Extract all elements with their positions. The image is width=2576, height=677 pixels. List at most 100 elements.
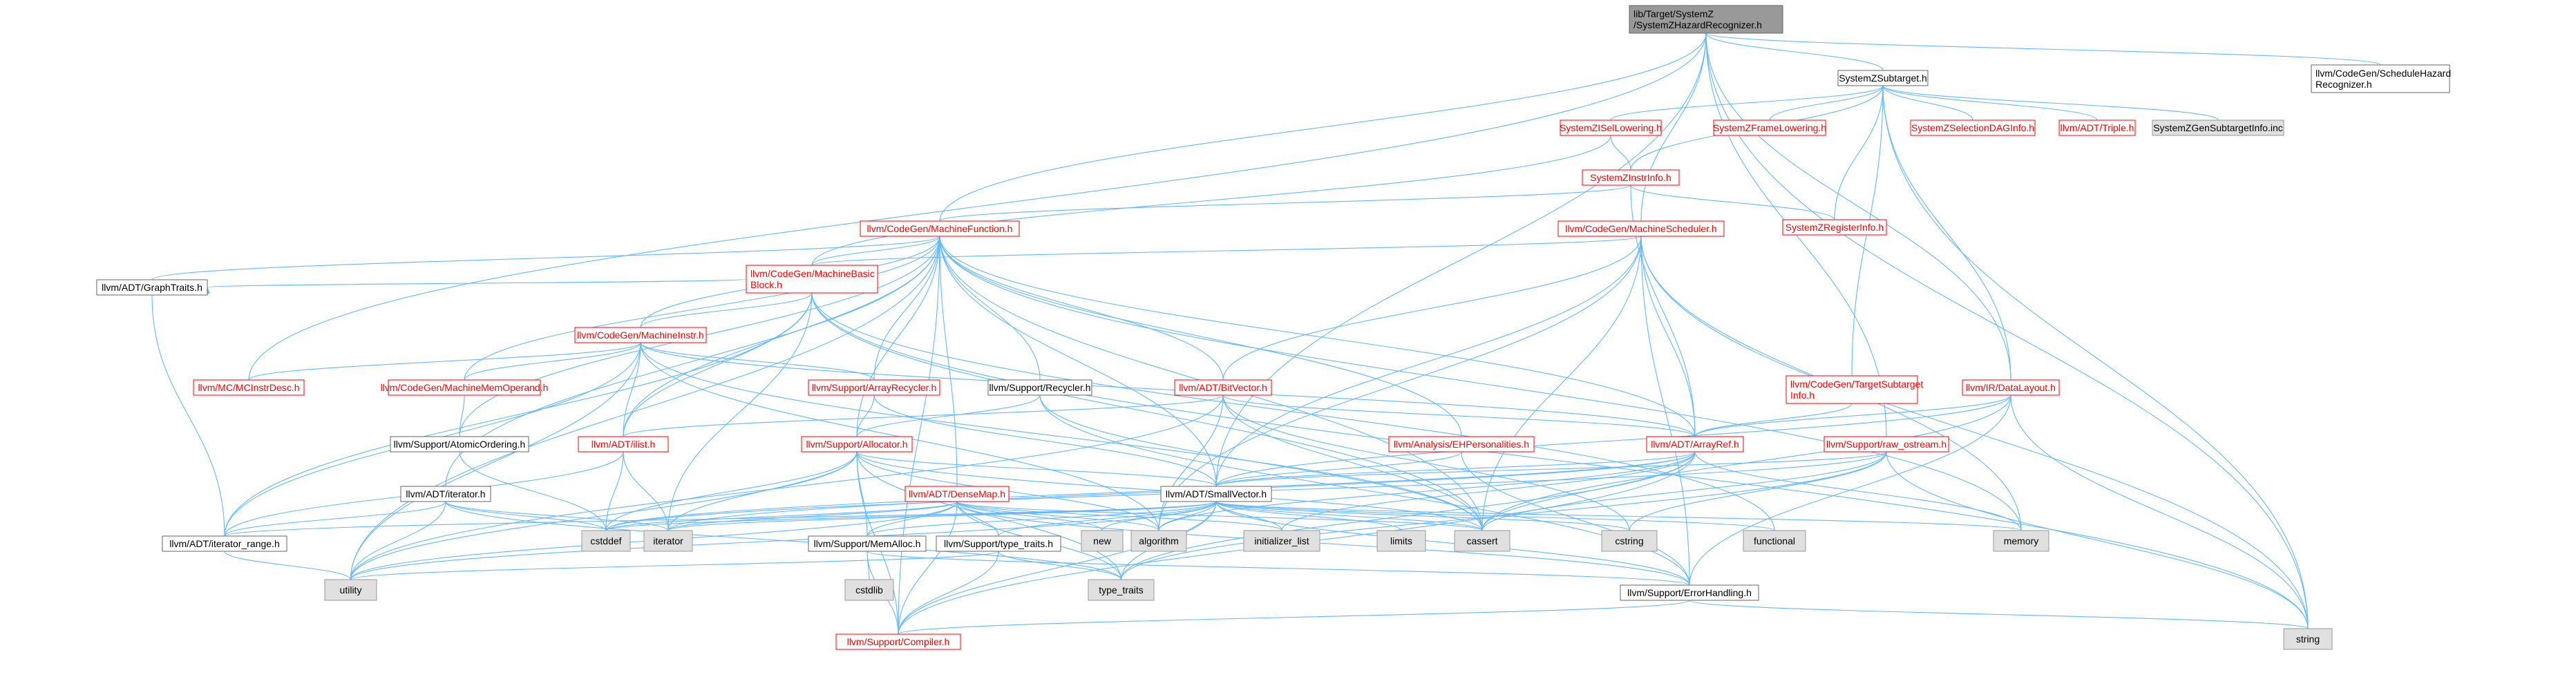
node-mcinstrdesc[interactable]: llvm/MC/MCInstrDesc.h <box>193 379 305 396</box>
node-triple[interactable]: llvm/ADT/Triple.h <box>2058 120 2136 136</box>
node-memory-box <box>1993 530 2049 552</box>
node-utility-label-line-0: utility <box>340 584 362 595</box>
edge-smallvector-to-algorithm <box>1155 501 1217 537</box>
node-systemzframelowering-box <box>1713 120 1826 136</box>
node-root-box <box>1629 5 1783 34</box>
node-compiler[interactable]: llvm/Support/Compiler.h <box>835 633 961 650</box>
edge-densemap-to-typetraits_h <box>956 501 1002 543</box>
node-initializer_list: initializer_list <box>1243 530 1320 552</box>
edge-root-to-mcinstrdesc <box>245 32 1707 387</box>
node-machinememoperand[interactable]: llvm/CodeGen/MachineMemOperand.h <box>381 379 549 396</box>
edge-machineinstr-to-ilist <box>620 342 641 444</box>
node-functional-label-line-0: functional <box>1754 535 1795 546</box>
edge-errorhandling-to-string <box>1689 600 2311 636</box>
node-ilist-label-line-0: llvm/ADT/ilist.h <box>591 439 656 450</box>
node-utility-box <box>324 579 377 601</box>
node-root-label-line-0: lib/Target/SystemZ <box>1633 8 1714 19</box>
node-densemap[interactable]: llvm/ADT/DenseMap.h <box>905 486 1010 502</box>
edge-bitvector-to-algorithm <box>1155 394 1224 537</box>
node-bitvector[interactable]: llvm/ADT/BitVector.h <box>1174 379 1272 396</box>
edge-machinescheduler-to-string <box>1640 236 2311 636</box>
node-systemzinstrinfo[interactable]: SystemZInstrInfo.h <box>1582 169 1680 186</box>
node-algorithm-label-line-0: algorithm <box>1139 535 1179 546</box>
edge-systemzisellowering-to-systemzinstrinfo <box>1610 135 1634 177</box>
edge-rawostream-to-type_traits <box>1118 451 1887 587</box>
node-allocator-box <box>801 436 913 452</box>
node-systemzinstrinfo-box <box>1582 169 1680 186</box>
edge-systemzsubtarget-to-systemzisellowering <box>1607 85 1884 127</box>
node-machinebasicblock-label-line-1: Block.h <box>750 279 782 290</box>
node-machinebasicblock-box <box>746 265 878 294</box>
node-recycler[interactable]: llvm/Support/Recycler.h <box>987 379 1092 396</box>
node-memory-label-line-0: memory <box>2004 535 2039 546</box>
edge-root-to-string <box>1705 32 2311 636</box>
edge-systemzisellowering-to-machinebasicblock <box>808 135 1611 272</box>
node-arrayref[interactable]: llvm/ADT/ArrayRef.h <box>1646 436 1744 452</box>
edge-machinefunction-to-smallvector <box>939 236 1220 493</box>
node-iterator_range[interactable]: llvm/ADT/iterator_range.h <box>162 535 287 552</box>
edge-smallvector-to-typetraits_h <box>995 501 1217 543</box>
node-smallvector[interactable]: llvm/ADT/SmallVector.h <box>1160 486 1272 502</box>
node-graphtraits-label-line-0: llvm/ADT/GraphTraits.h <box>102 282 202 293</box>
edge-machinebasicblock-to-cassert <box>811 292 1486 537</box>
node-cassert-box <box>1454 530 1510 552</box>
node-iterator_h[interactable]: llvm/ADT/iterator.h <box>400 486 491 502</box>
node-systemzisellowering[interactable]: SystemZISelLowering.h <box>1560 120 1662 136</box>
node-systemzframelowering-label-line-0: SystemZFrameLowering.h <box>1713 122 1826 133</box>
node-memalloc[interactable]: llvm/Support/MemAlloc.h <box>808 535 927 552</box>
node-systemzsubtarget[interactable]: SystemZSubtarget.h <box>1837 70 1929 86</box>
node-memalloc-box <box>808 535 927 552</box>
edge-typetraits_h-to-type_traits <box>998 551 1124 587</box>
node-ilist[interactable]: llvm/ADT/ilist.h <box>578 436 669 452</box>
edge-typetraits_h-to-compiler <box>895 551 999 641</box>
node-typetraits_h-label-line-0: llvm/Support/type_traits.h <box>944 538 1053 549</box>
node-rawostream[interactable]: llvm/Support/raw_ostream.h <box>1824 436 1949 452</box>
node-limits-label-line-0: limits <box>1390 535 1412 546</box>
node-machinescheduler[interactable]: llvm/CodeGen/MachineScheduler.h <box>1557 220 1725 237</box>
node-new-box <box>1081 530 1124 552</box>
edge-datalayout-to-string <box>2010 394 2311 636</box>
node-datalayout[interactable]: llvm/IR/DataLayout.h <box>1962 379 2060 396</box>
node-atomicordering[interactable]: llvm/Support/AtomicOrdering.h <box>390 436 529 452</box>
node-cstring-box <box>1601 530 1658 552</box>
edge-densemap-to-initializer_list <box>956 501 1285 537</box>
node-systemzselectiondag[interactable]: SystemZSelectionDAGInfo.h <box>1910 120 2036 136</box>
node-atomicordering-box <box>390 436 529 452</box>
edge-smallvector-to-limits <box>1215 501 1405 537</box>
edge-smallvector-to-memalloc <box>864 501 1217 543</box>
node-errorhandling[interactable]: llvm/Support/ErrorHandling.h <box>1620 584 1759 601</box>
node-ehpersonalities[interactable]: llvm/Analysis/EHPersonalities.h <box>1388 436 1535 452</box>
node-root[interactable]: lib/Target/SystemZ/SystemZHazardRecogniz… <box>1629 5 1783 34</box>
node-gensubtarget-box <box>2152 120 2284 136</box>
node-initializer_list-label-line-0: initializer_list <box>1254 535 1309 546</box>
node-schedulehazard-label-line-0: llvm/CodeGen/ScheduleHazard <box>2315 68 2451 79</box>
node-arrayrecycler[interactable]: llvm/Support/ArrayRecycler.h <box>808 379 940 396</box>
node-iterator_h-box <box>400 486 491 502</box>
node-systemzregisterinfo[interactable]: SystemZRegisterInfo.h <box>1782 219 1887 236</box>
node-machineinstr[interactable]: llvm/CodeGen/MachineInstr.h <box>574 327 707 343</box>
edge-machinefunction-to-densemap <box>939 236 960 493</box>
node-cstdlib: cstdlib <box>844 579 894 601</box>
node-recycler-box <box>987 379 1092 396</box>
node-typetraits_h[interactable]: llvm/Support/type_traits.h <box>936 535 1061 552</box>
node-triple-box <box>2058 120 2136 136</box>
edge-smallvector-to-memory <box>1215 501 2025 537</box>
edge-root-to-schedulehazard <box>1705 32 2384 72</box>
edge-machinescheduler-to-bitvector <box>1220 236 1642 387</box>
node-systemzframelowering[interactable]: SystemZFrameLowering.h <box>1713 120 1826 136</box>
node-allocator[interactable]: llvm/Support/Allocator.h <box>801 436 913 452</box>
node-mcinstrdesc-box <box>193 379 305 396</box>
edge-smallvector-to-functional <box>1215 501 1778 537</box>
node-compiler-box <box>835 633 961 650</box>
node-bitvector-box <box>1174 379 1272 396</box>
edge-bitvector-to-ilist <box>620 394 1224 444</box>
node-iterator_std-box <box>643 530 693 552</box>
node-machinefunction[interactable]: llvm/CodeGen/MachineFunction.h <box>860 220 1020 237</box>
node-graphtraits[interactable]: llvm/ADT/GraphTraits.h <box>96 279 208 296</box>
edge-systemzsubtarget-to-systemzselectiondag <box>1882 85 1976 127</box>
edge-machinememoperand-to-atomicordering <box>456 394 465 444</box>
